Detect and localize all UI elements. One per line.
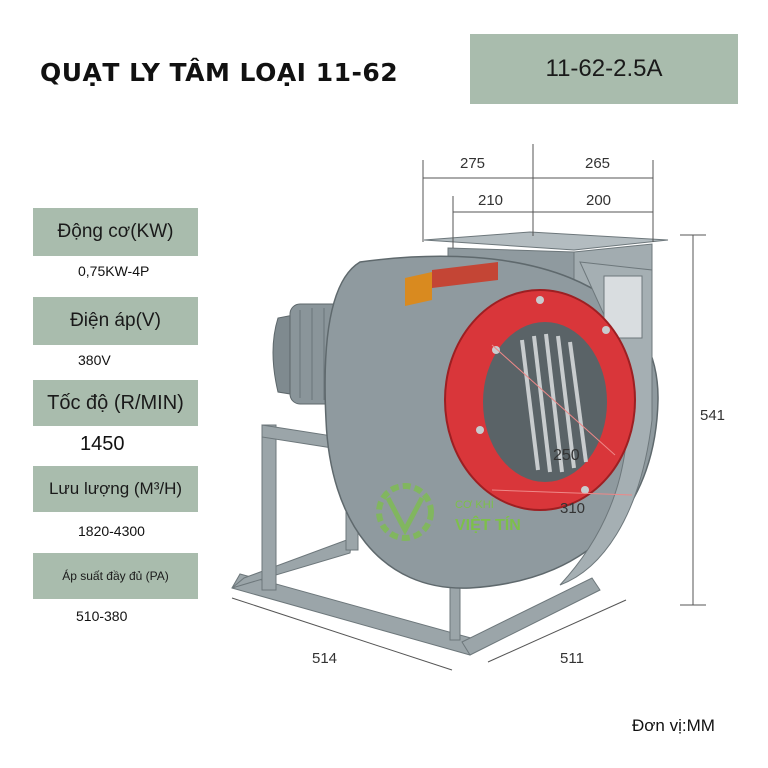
spec-value-flow: 1820-4300 (78, 523, 145, 539)
dim-inner-right: 200 (586, 192, 611, 209)
watermark-line1: CƠ KHÍ (455, 498, 495, 511)
dim-base-width: 511 (560, 650, 584, 667)
dimension-lines (231, 144, 706, 671)
dim-height: 541 (700, 407, 725, 424)
dim-inner-left: 210 (478, 192, 503, 209)
spec-value-voltage: 380V (78, 352, 111, 368)
spec-value-pressure: 510-380 (76, 608, 128, 624)
spec-label-pressure: Áp suất đầy đủ (PA) (33, 553, 198, 599)
spec-label-motor: Động cơ(KW) (33, 208, 198, 256)
model-badge: 11-62-2.5A (470, 34, 738, 104)
dim-outer-left: 275 (460, 155, 485, 172)
dim-base-length: 514 (312, 650, 337, 667)
unit-note: Đơn vị:MM (632, 716, 715, 735)
page-title: QUẠT LY TÂM LOẠI 11-62 (40, 58, 399, 87)
spec-label-speed: Tốc độ (R/MIN) (33, 380, 198, 426)
spec-value-motor: 0,75KW-4P (78, 263, 150, 279)
dim-outlet-diameter: 310 (560, 500, 585, 517)
spec-value-speed: 1450 (80, 433, 125, 455)
spec-label-flow: Lưu lượng (M³/H) (33, 466, 198, 512)
inlet-ring (444, 289, 636, 511)
dim-outer-right: 265 (585, 155, 610, 172)
spec-label-voltage: Điện áp(V) (33, 297, 198, 345)
dim-inlet-diameter: 250 (553, 447, 580, 464)
watermark-logo (376, 483, 434, 541)
watermark-line2: VIỆT TÍN (455, 515, 521, 534)
